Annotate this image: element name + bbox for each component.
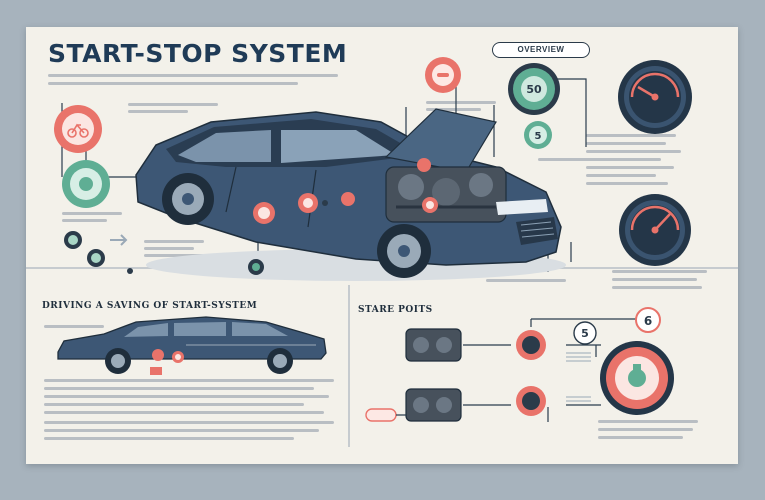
teal-badge-icon: 5 — [524, 121, 552, 149]
small-badge-label: 5 — [535, 131, 542, 142]
bottom-right-panel-title: STARE POITS — [358, 305, 433, 315]
engine-icon-bottom — [405, 388, 462, 422]
svg-text:50: 50 — [526, 83, 542, 96]
main-car-illustration — [135, 108, 566, 281]
bottom-left-panel-title: DRIVING A SAVING OF START-SYSTEM — [42, 301, 258, 311]
flow-badge-left: 5 — [581, 327, 589, 340]
teal-dial-icon: 50 — [508, 63, 560, 115]
bicycle-icon — [54, 105, 102, 153]
tachometer-gauge-bottom — [619, 194, 691, 266]
small-indicator-icon — [64, 231, 133, 274]
poster: START-STOP SYSTEM OVERVIEW DRIVING A SAV… — [26, 27, 738, 464]
tachometer-gauge-top — [618, 60, 692, 134]
bottom-left-text-lines — [44, 379, 334, 440]
overview-badge: OVERVIEW — [492, 42, 590, 58]
section-divider-vertical — [348, 285, 350, 447]
page-title: START-STOP SYSTEM — [48, 39, 348, 68]
flow-badge-right: 6 — [644, 314, 652, 328]
teal-status-icon — [62, 160, 110, 208]
intro-text-lines — [44, 74, 707, 328]
engine-icon-top — [405, 328, 462, 362]
coral-gauge-icon — [425, 57, 461, 93]
diagram-canvas: 50 5 — [44, 57, 707, 440]
stop-start-flow: 5 6 — [365, 307, 674, 422]
bottom-right-text-lines — [598, 420, 698, 439]
side-car-illustration — [57, 316, 327, 375]
